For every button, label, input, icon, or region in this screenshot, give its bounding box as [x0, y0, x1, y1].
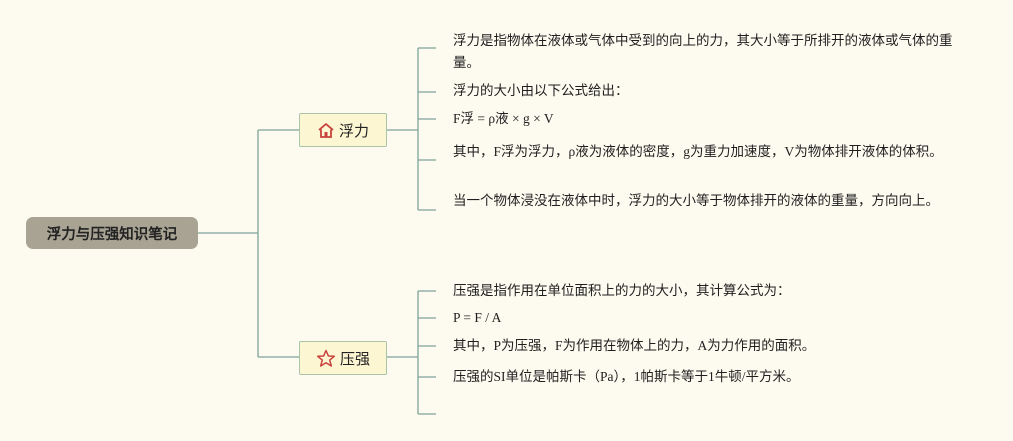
- root-topic[interactable]: 浮力与压强知识笔记: [26, 217, 198, 249]
- house-icon: [317, 122, 335, 139]
- topic-buoyancy-label: 浮力: [338, 121, 369, 140]
- topic-pressure-label: 压强: [339, 349, 370, 368]
- leaf-buoyancy-immersed: 当一个物体浸没在液体中时，浮力的大小等于物体排开的液体的重量，方向向上。: [453, 193, 939, 208]
- leaf-pressure-formula: P = F / A: [453, 310, 502, 325]
- topic-pressure[interactable]: 压强: [299, 341, 387, 375]
- root-topic-label: 浮力与压强知识笔记: [46, 226, 178, 243]
- leaf-buoyancy-variables: 其中，F浮为浮力，ρ液为液体的密度，g为重力加速度，V为物体排开液体的体积。: [453, 144, 943, 159]
- star-icon: [316, 349, 336, 368]
- leaf-pressure-variables: 其中，P为压强，F为作用在物体上的力，A为力作用的面积。: [453, 338, 816, 353]
- leaf-pressure-unit: 压强的SI单位是帕斯卡（Pa），1帕斯卡等于1牛顿/平方米。: [453, 369, 800, 384]
- topic-buoyancy[interactable]: 浮力: [299, 113, 387, 147]
- leaf-pressure-definition: 压强是指作用在单位面积上的力的大小，其计算公式为：: [453, 283, 791, 298]
- leaf-buoyancy-formula-intro: 浮力的大小由以下公式给出：: [453, 83, 629, 98]
- leaf-buoyancy-formula: F浮 = ρ液 × g × V: [453, 111, 554, 126]
- leaf-buoyancy-definition: 浮力是指物体在液体或气体中受到的向上的力，其大小等于所排开的液体或气体的重量。: [453, 33, 953, 70]
